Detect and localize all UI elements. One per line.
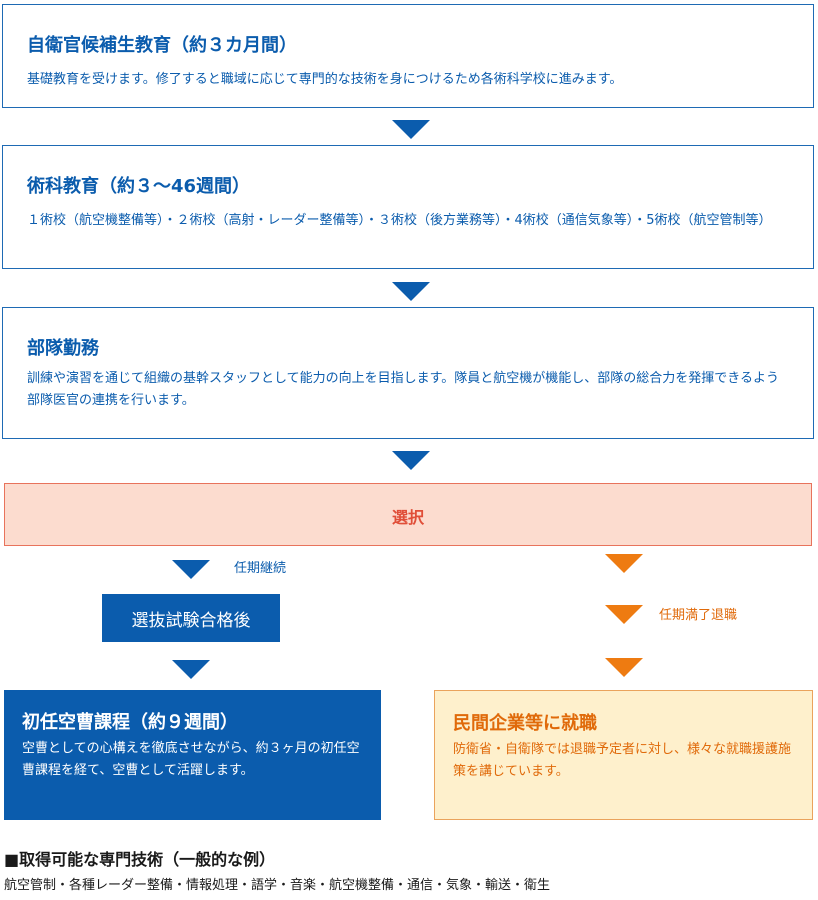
stage-title: 部隊勤務 bbox=[27, 338, 99, 359]
selection-bar: 選択 bbox=[4, 483, 812, 546]
stage-technical-education: 術科教育（約３〜46週間） １術校（航空機整備等）・２術校（高射・レーダー整備等… bbox=[2, 145, 814, 269]
stage-description: 訓練や演習を通じて組織の基幹スタッフとして能力の向上を目指します。隊員と航空機が… bbox=[27, 371, 780, 408]
continue-label: 任期継続 bbox=[234, 561, 287, 576]
down-arrow-icon bbox=[605, 605, 643, 624]
stage-candidate-education: 自衛官候補生教育（約３カ月間） 基礎教育を受けます。修了すると職域に応じて専門的… bbox=[2, 4, 814, 108]
stage-title: 術科教育（約３〜46週間） bbox=[27, 176, 251, 197]
down-arrow-icon bbox=[605, 554, 643, 573]
down-arrow-icon bbox=[605, 658, 643, 677]
down-arrow-icon bbox=[392, 282, 430, 301]
private-employment-description: 防衛省・自衛隊では退職予定者に対し、様々な就職援護施策を講じています。 bbox=[453, 742, 792, 779]
selection-label: 選択 bbox=[391, 508, 424, 527]
stage-unit-service: 部隊勤務 訓練や演習を通じて組織の基幹スタッフとして能力の向上を目指します。隊員… bbox=[2, 307, 814, 439]
private-employment-title: 民間企業等に就職 bbox=[453, 713, 597, 734]
sergeant-course-title: 初任空曹課程（約９週間） bbox=[22, 712, 238, 733]
stage-description: １術校（航空機整備等）・２術校（高射・レーダー整備等）・３術校（後方業務等）・4… bbox=[27, 213, 772, 228]
exam-box: 選抜試験合格後 bbox=[102, 594, 280, 642]
stage-title: 自衛官候補生教育（約３カ月間） bbox=[27, 35, 297, 56]
private-employment-box: 民間企業等に就職 防衛省・自衛隊では退職予定者に対し、様々な就職援護施策を講じて… bbox=[434, 690, 813, 820]
exam-label: 選抜試験合格後 bbox=[131, 611, 251, 631]
skills-list: 航空管制・各種レーダー整備・情報処理・語学・音楽・航空機整備・通信・気象・輸送・… bbox=[4, 878, 551, 893]
down-arrow-icon bbox=[172, 560, 210, 579]
retire-label: 任期満了退職 bbox=[659, 608, 738, 623]
sergeant-course-box: 初任空曹課程（約９週間） 空曹としての心構えを徹底させながら、約３ヶ月の初任空曹… bbox=[4, 690, 381, 820]
down-arrow-icon bbox=[172, 660, 210, 679]
down-arrow-icon bbox=[392, 451, 430, 470]
sergeant-course-description: 空曹としての心構えを徹底させながら、約３ヶ月の初任空曹課程を経て、空曹として活躍… bbox=[22, 741, 360, 778]
skills-heading: ■取得可能な専門技術（一般的な例） bbox=[4, 850, 276, 869]
stage-description: 基礎教育を受けます。修了すると職域に応じて専門的な技術を身につけるため各術科学校… bbox=[27, 72, 623, 87]
down-arrow-icon bbox=[392, 120, 430, 139]
